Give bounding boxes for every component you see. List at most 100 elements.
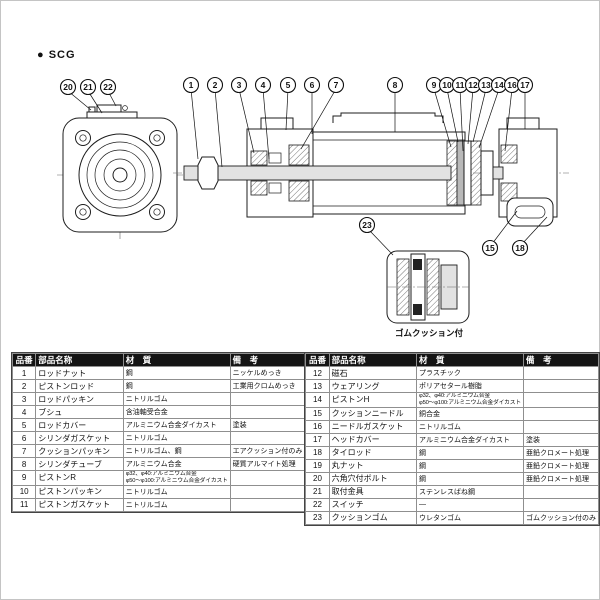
parts-table-right: 品番 部品名称 材 質 備 考 12 磁石 プラスチック 13 ウェアリング ポ… [304,352,600,526]
callout-4: 4 [254,76,272,160]
cell-part-number: 14 [305,392,330,408]
cell-part-number: 20 [305,471,330,486]
table-row: 5 ロッドカバー アルミニウム合金ダイカスト 塗装 [11,418,306,432]
cell-remarks [522,406,600,421]
cushion-spear [492,166,504,180]
cell-part-name: ヘッドカバー [328,432,418,447]
parts-table-body-right: 12 磁石 プラスチック 13 ウェアリング ポリアセタール樹脂 14 ピストン… [305,366,600,525]
cell-material: 鋼 [122,379,231,393]
cell-remarks: ゴムクッション付のみ [522,510,600,525]
series-name: SCG [48,49,76,61]
wear-ring [463,140,472,206]
cell-remarks: 亜鉛クロメート処理 [522,471,600,486]
cell-remarks: 塗装 [229,418,306,432]
cell-material: ニトリルゴム、鋼 [122,444,231,458]
cell-remarks [229,470,306,486]
cell-part-name: タイロッド [328,445,418,460]
table-row: 19 丸ナット 鋼 亜鉛クロメート処理 [305,458,600,473]
table-header-row: 品番 部品名称 材 質 備 考 [305,353,600,367]
cell-material: アルミニウム合金ダイカスト [416,432,524,447]
callout-21: 21 [79,78,103,114]
table-row: 7 クッションパッキン ニトリルゴム、鋼 エアクッション付のみ [11,444,306,458]
svg-text:10: 10 [442,80,452,90]
callout-8: 8 [386,76,404,132]
svg-text:18: 18 [515,243,525,253]
table-row: 15 クッションニードル 銅合金 [305,406,600,421]
cell-material: ニトリルゴム [122,392,231,406]
callout-22: 22 [99,78,117,107]
cushion-detail: ゴムクッション付 [386,250,470,338]
table-row: 10 ピストンパッキン ニトリルゴム [11,484,306,499]
svg-text:8: 8 [393,80,398,90]
callout-9: 9 [425,76,452,148]
table-row: 23 クッションゴム ウレタンゴム ゴムクッション付のみ [305,510,600,525]
cell-part-name: シリンダガスケット [35,431,124,445]
callout-20: 20 [59,78,92,111]
cell-part-name: 丸ナット [328,458,418,473]
callout-15: 15 [481,210,518,257]
svg-text:2: 2 [213,80,218,90]
svg-text:14: 14 [494,80,504,90]
cell-part-number: 4 [11,405,37,419]
callout-16: 16 [503,76,521,152]
svg-text:12: 12 [468,80,478,90]
table-row: 22 スイッチ ― [305,497,600,512]
svg-text:4: 4 [261,80,266,90]
hex-bolt [88,106,96,113]
cushion-needle-boss [506,197,554,227]
table-row: 17 ヘッドカバー アルミニウム合金ダイカスト 塗装 [305,432,600,447]
svg-text:20: 20 [63,82,73,92]
callout-6: 6 [303,76,321,134]
table-row: 21 取付金具 ステンレスばね鋼 [305,484,600,499]
cell-material: 銅合金 [416,406,524,421]
cell-material: ポリアセタール樹脂 [416,379,524,393]
callout-12: 12 [464,76,482,145]
piston-rod [183,165,452,181]
cell-material: ニトリルゴム [122,497,231,512]
cell-material: ニトリルゴム [122,431,231,445]
cell-part-number: 3 [11,392,37,406]
cell-material: プラスチック [416,366,524,380]
switch-body [96,104,122,113]
table-header-row: 品番 部品名称 材 質 備 考 [11,353,306,367]
cell-material: 含油軸受合金 [122,405,231,419]
cell-remarks [229,497,306,512]
callout-23: 23 [358,216,394,256]
svg-text:1: 1 [189,80,194,90]
cell-material: アルミニウム合金 [122,457,231,471]
cell-remarks: 工業用クロムめっき [229,379,306,393]
side-view [173,112,569,227]
cell-part-name: ロッドナット [35,366,124,380]
rod-side-port [260,117,294,130]
cell-material: 鋼 [122,366,231,380]
header-material: 材 質 [416,353,524,367]
cushion-rubber [413,259,422,270]
svg-text:9: 9 [432,80,437,90]
cell-material: 鋼 [416,458,524,473]
cell-part-name: クッションニードル [328,406,418,421]
cell-remarks [229,431,306,445]
cell-part-number: 12 [305,366,330,380]
svg-text:3: 3 [237,80,242,90]
cell-part-name: ピストンロッド [35,379,124,393]
cell-remarks: 亜鉛クロメート処理 [522,458,600,473]
header-part-number: 品番 [305,353,330,367]
svg-text:17: 17 [520,80,530,90]
header-part-name: 部品名称 [35,353,124,367]
cell-part-number: 19 [305,458,330,473]
mounting-bracket [86,111,138,119]
cell-part-number: 16 [305,419,330,434]
cell-remarks: ニッケルめっき [229,366,306,380]
callout-2: 2 [206,76,224,168]
front-view [57,104,183,239]
cell-part-name: クッションパッキン [35,444,124,458]
svg-text:7: 7 [334,80,339,90]
cell-part-number: 23 [305,510,330,525]
cell-part-number: 21 [305,484,330,499]
cell-part-name: クッションゴム [328,510,418,525]
svg-text:13: 13 [481,80,491,90]
cushion-packing [288,144,310,166]
head-side-port [506,117,540,130]
